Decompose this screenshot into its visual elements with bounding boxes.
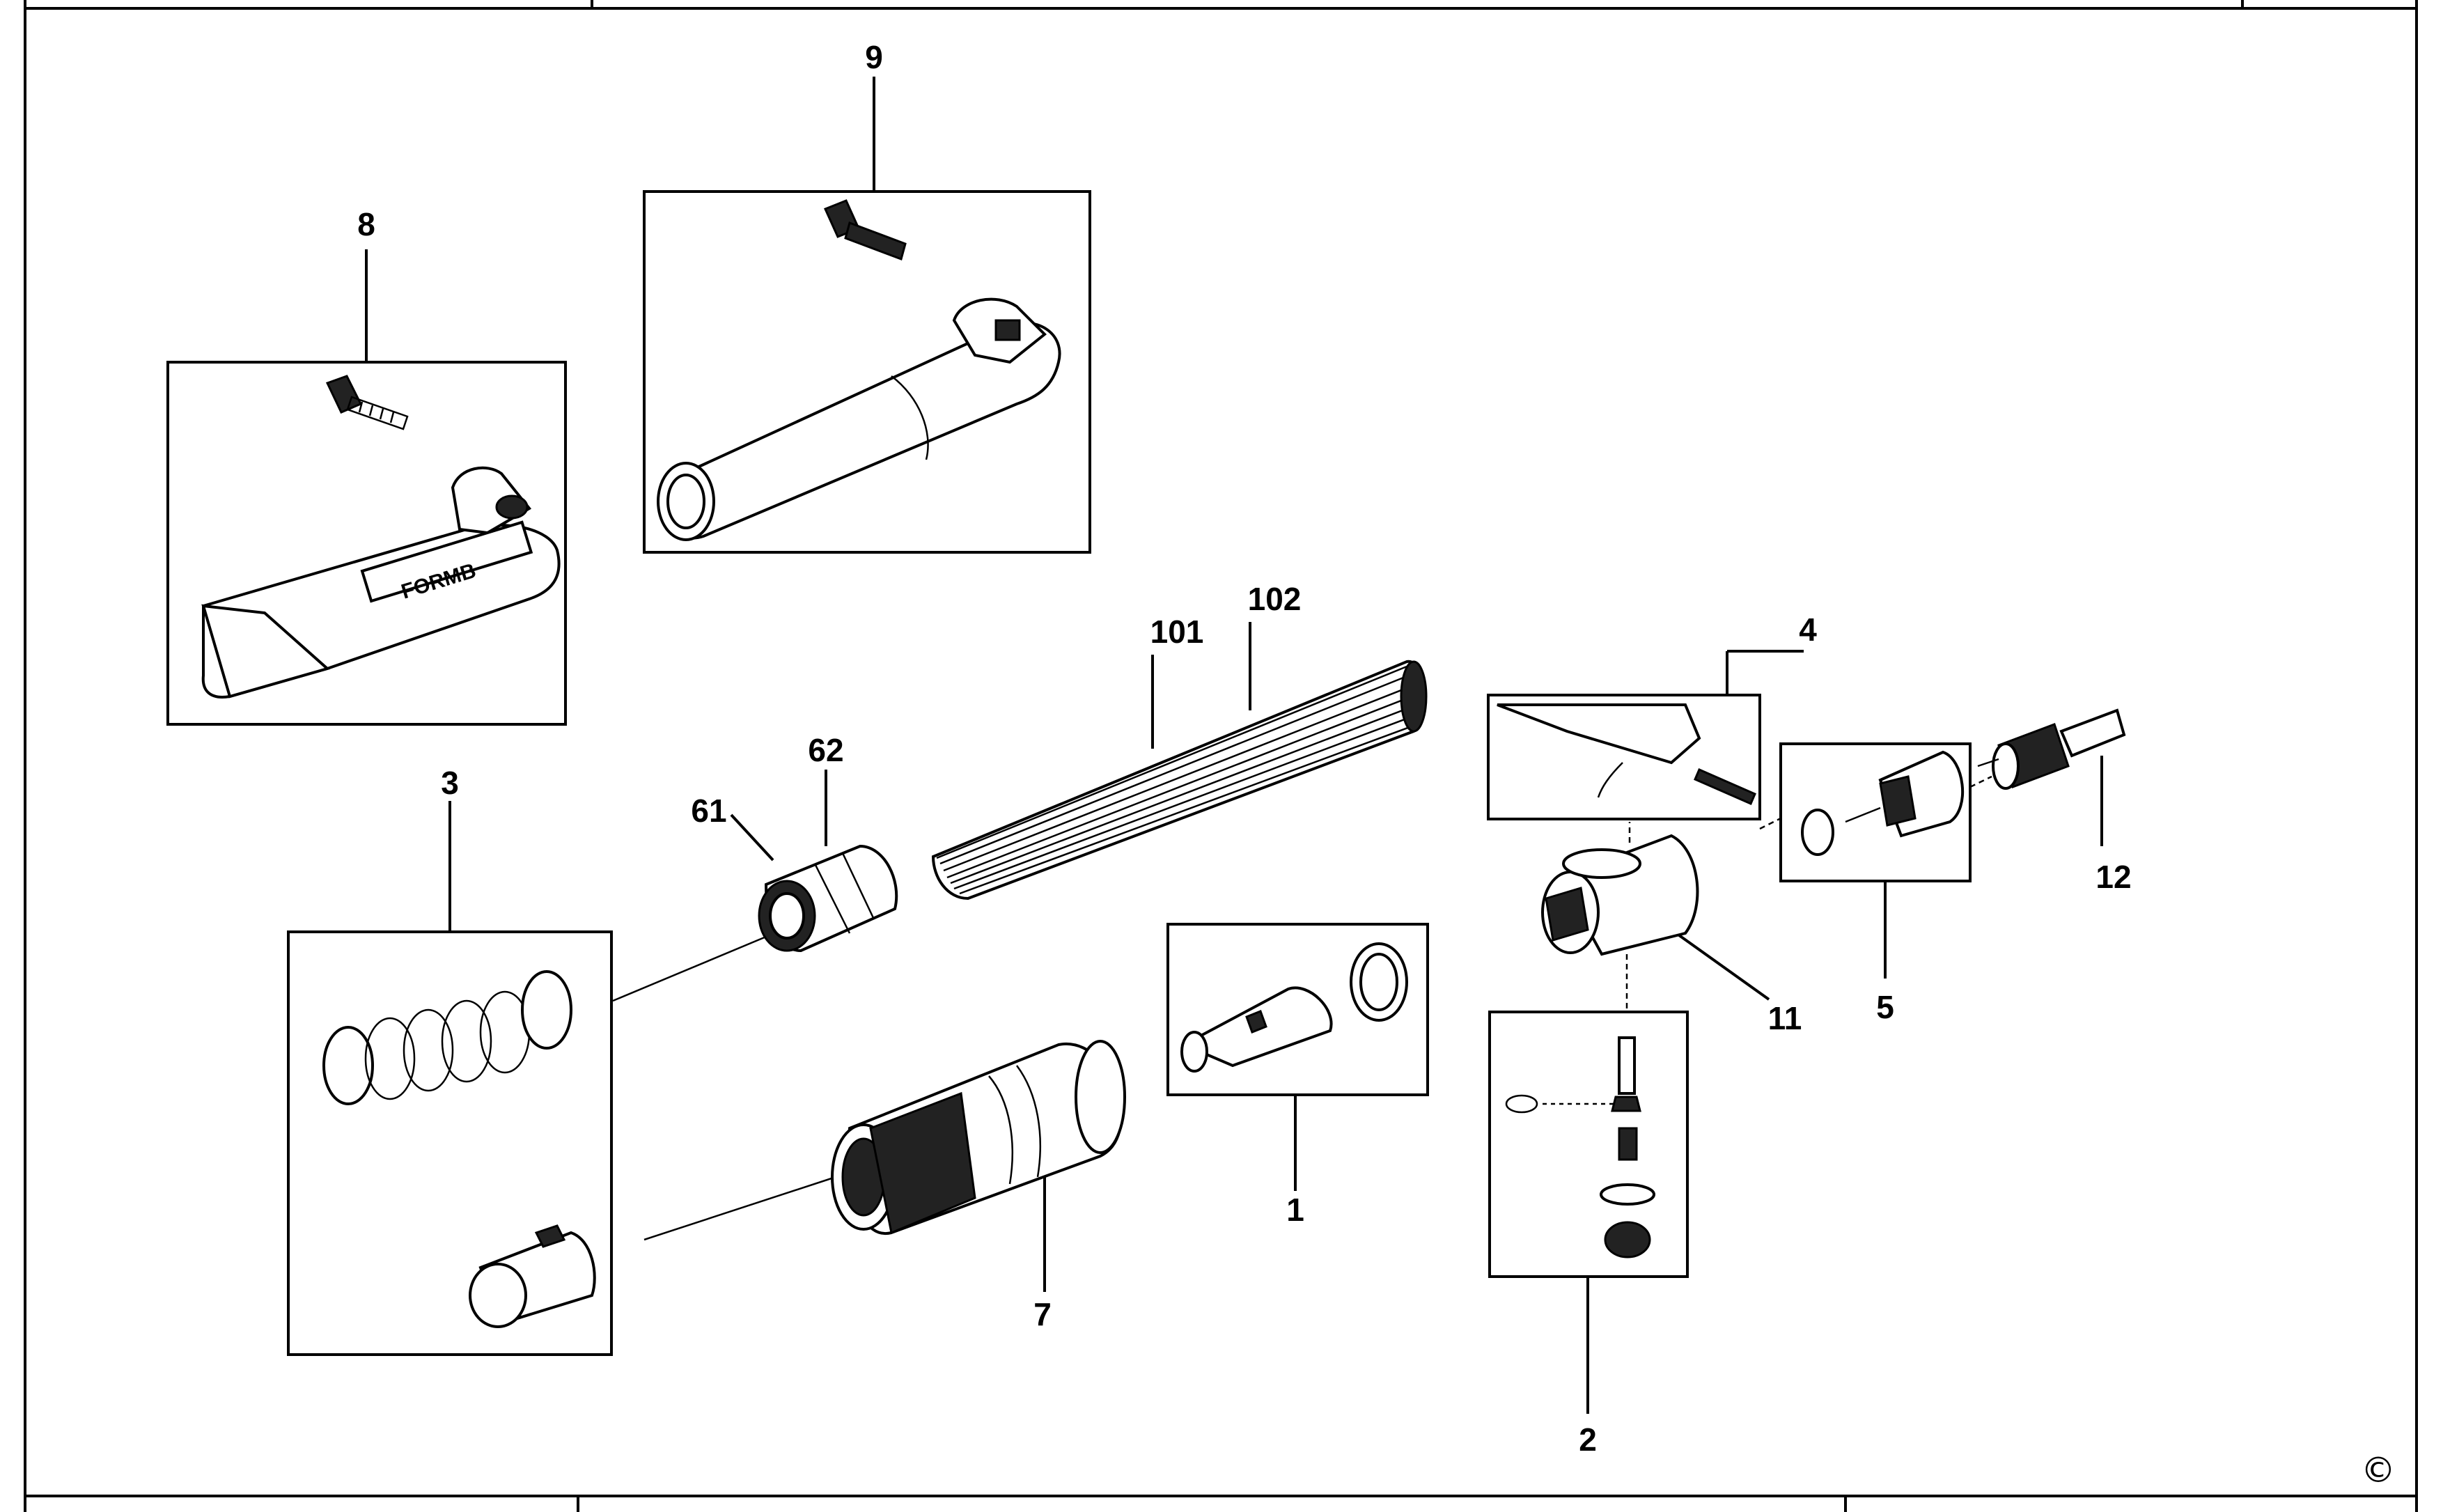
copyright-symbol: © xyxy=(2361,1450,2396,1490)
part-61-label: 61 xyxy=(691,793,726,829)
part-3-bush xyxy=(469,1224,596,1328)
part-61-62-group: 61 62 xyxy=(612,732,898,1002)
part-8-group: 8 FORMB xyxy=(166,206,567,726)
part-1-label: 1 xyxy=(1286,1192,1304,1228)
part-5-box xyxy=(1779,742,1972,882)
needle-bundle xyxy=(931,660,1428,901)
part-7-label: 7 xyxy=(1033,1296,1052,1332)
part-7-housing xyxy=(831,1040,1126,1236)
part-11-group: 11 xyxy=(1541,822,1802,1036)
part-12-label: 12 xyxy=(2095,859,2131,895)
part-4-bracket xyxy=(1497,703,1756,805)
part-11-label: 11 xyxy=(1768,1000,1802,1036)
part-4-box xyxy=(1487,694,1761,820)
part-11-body xyxy=(1541,822,1699,956)
part-3-group: 3 xyxy=(287,765,613,1356)
part-2-box xyxy=(1488,1011,1689,1278)
part-2-label: 2 xyxy=(1579,1421,1597,1458)
part-7-group: 7 xyxy=(643,1040,1126,1332)
part-101-102-group: 101 102 xyxy=(931,581,1428,901)
part-3-label: 3 xyxy=(441,765,459,801)
part-9-screw xyxy=(823,199,907,260)
part-62-label: 62 xyxy=(808,732,843,768)
part-61-62-cylinder xyxy=(758,844,898,953)
part-9-sleeve xyxy=(657,297,1061,541)
part-5-parts xyxy=(1801,750,1965,856)
connector-lines xyxy=(1759,775,1992,830)
part-8-label: 8 xyxy=(357,206,375,242)
part-8-chisel: FORMB xyxy=(201,466,561,699)
part-12-group: 12 xyxy=(1977,708,2132,895)
part-1-box xyxy=(1166,923,1429,1096)
part-5-group: 5 xyxy=(1779,742,1972,1025)
part-2-group: 2 xyxy=(1488,954,1689,1458)
part-4-label: 4 xyxy=(1799,611,1817,648)
part-101-label: 101 xyxy=(1150,614,1204,650)
part-8-screw xyxy=(325,375,409,430)
part-5-label: 5 xyxy=(1876,989,1894,1025)
part-2-parts xyxy=(1505,1036,1655,1258)
part-3-spring xyxy=(322,970,572,1105)
sheet-frame xyxy=(24,0,2418,1512)
part-9-group: 9 xyxy=(643,39,1091,554)
part-12-fitting xyxy=(1977,708,2126,790)
part-4-group: 4 xyxy=(1487,611,1817,820)
part-1-group: 1 xyxy=(1166,923,1429,1228)
part-9-label: 9 xyxy=(865,39,883,75)
part-1-piston xyxy=(1180,942,1408,1073)
part-9-box xyxy=(643,190,1091,554)
part-102-label: 102 xyxy=(1248,581,1302,617)
